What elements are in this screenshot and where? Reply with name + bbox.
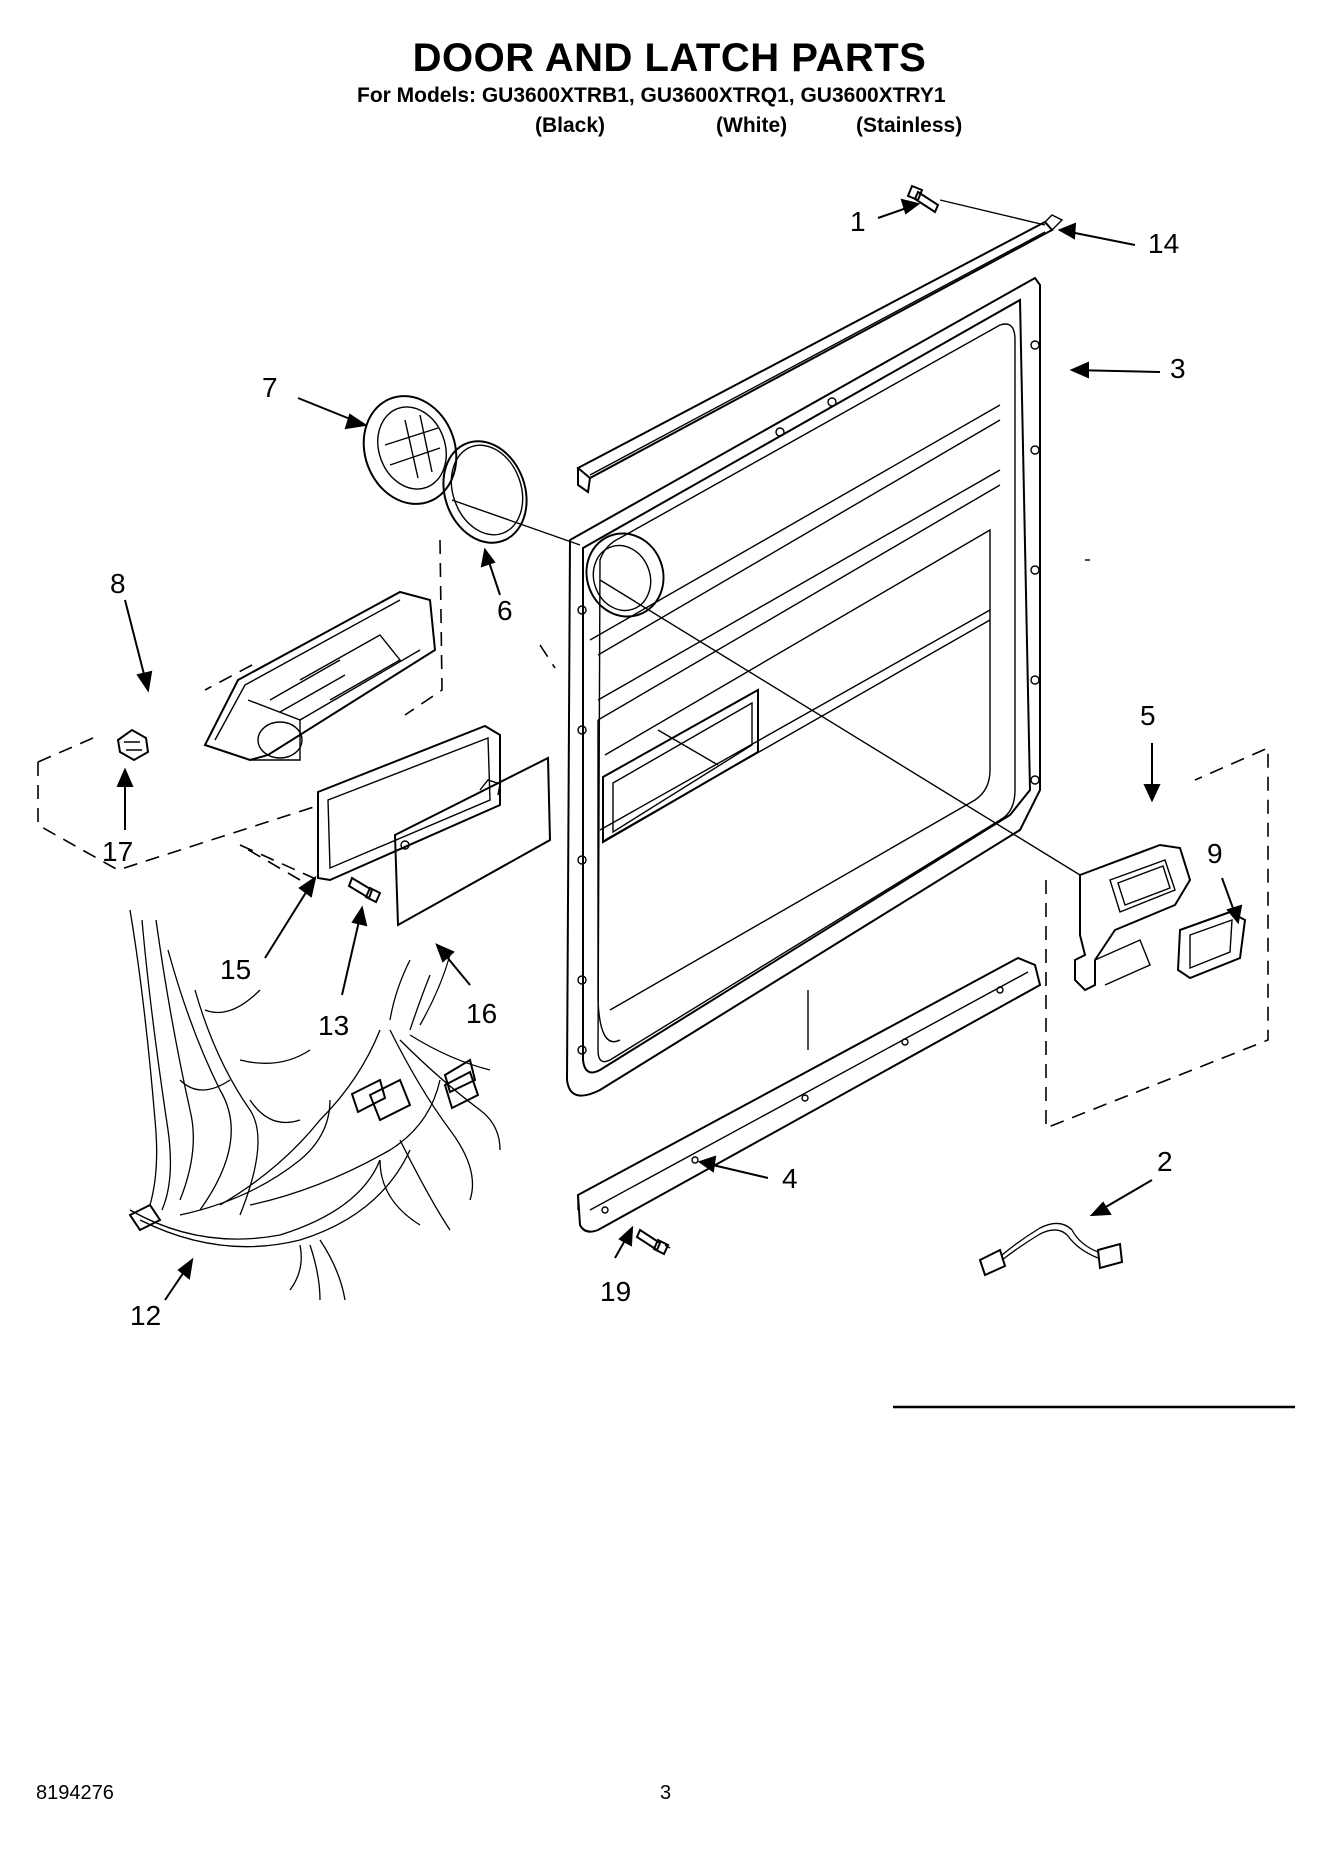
screw-control [347,876,382,904]
callout-17: 17 [102,836,134,867]
dashed-group-8 [37,539,556,881]
variant-white: (White) [716,114,788,137]
callout-13: 13 [318,1010,350,1041]
door-inner-panel [565,276,1041,1097]
callout-2: 2 [1157,1146,1173,1177]
models-line: For Models: GU3600XTRB1, GU3600XTRQ1, GU… [357,84,946,107]
callout-9: 9 [1207,838,1223,869]
vent-cover [362,395,458,505]
main-wire-harness [128,909,501,1301]
latch-wire [978,1222,1124,1277]
callout-1: 1 [850,206,866,237]
latch-assembly [1074,843,1192,992]
callout-14: 14 [1148,228,1180,259]
control-board [393,756,552,927]
screw-top [906,184,940,214]
callout-12: 12 [130,1300,162,1331]
callout-5: 5 [1140,700,1156,731]
top-trim-strip [576,214,1064,494]
page-title: DOOR AND LATCH PARTS [412,36,927,80]
callout-16: 16 [466,998,498,1029]
dashed-group-5 [1045,746,1269,1130]
control-housing [203,590,437,762]
latch-gasket [1176,910,1247,980]
callout-arrows [116,198,1243,1301]
callout-19: 19 [600,1276,632,1307]
document-number: 8194276 [36,1782,114,1804]
bottom-trim-strip [576,956,1042,1233]
screw-bottom [635,1228,670,1256]
variant-black: (Black) [535,114,606,137]
callout-6: 6 [497,595,513,626]
callout-3: 3 [1170,353,1186,384]
page-number: 3 [660,1782,672,1804]
control-gasket [317,724,501,882]
leader-lines [451,199,1090,1249]
callout-8: 8 [110,568,126,599]
callout-15: 15 [220,954,252,985]
knob [116,728,150,762]
variant-stainless: (Stainless) [856,114,963,137]
callout-7: 7 [262,372,278,403]
callout-4: 4 [782,1163,798,1194]
